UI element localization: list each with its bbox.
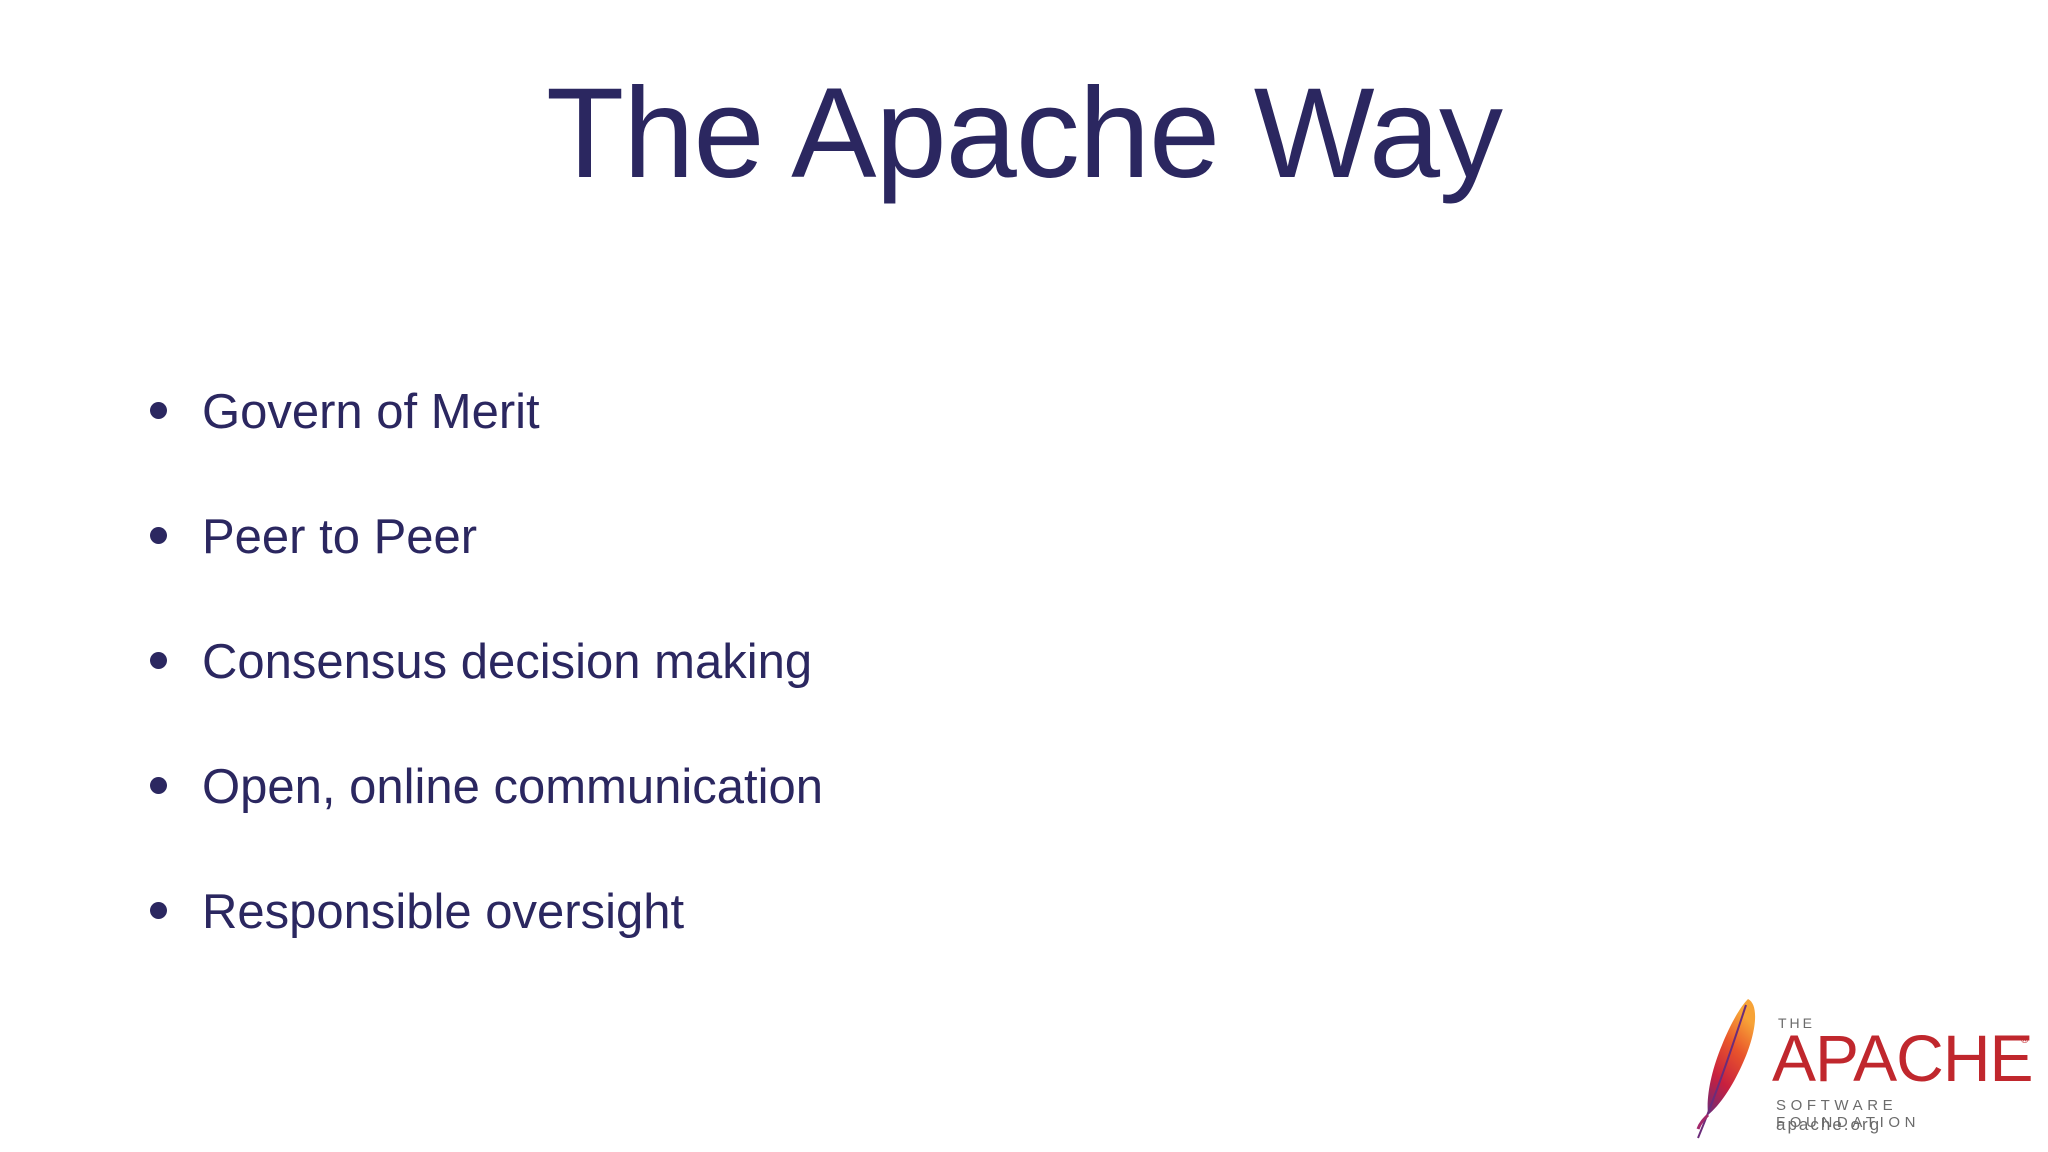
logo-registered: ® [2021,1035,2029,1046]
bullet-list: Govern of Merit Peer to Peer Consensus d… [148,372,1548,997]
logo-the: THE [1778,1015,1815,1031]
bullet-dot [150,777,167,794]
bullet-item: Responsible oversight [148,872,1548,997]
apache-feather-icon [1696,999,1756,1139]
bullet-text: Consensus decision making [202,635,813,689]
bullet-text: Responsible oversight [202,885,685,939]
bullet-dot [150,652,167,669]
bullet-text: Govern of Merit [202,385,540,439]
bullet-item: Consensus decision making [148,622,1548,747]
bullet-item: Open, online communication [148,747,1548,872]
bullet-dot [150,402,167,419]
bullet-dot [150,902,167,919]
bullet-text: Open, online communication [202,760,824,814]
bullet-text: Peer to Peer [202,510,478,564]
logo-tagline: SOFTWARE FOUNDATION [1776,1097,1921,1131]
apache-logo: THE APACHE ® SOFTWARE FOUNDATION apache.… [1690,995,2034,1140]
logo-name: APACHE [1772,1021,2034,1095]
bullet-item: Peer to Peer [148,497,1548,622]
bullet-dot [150,527,167,544]
logo-url: apache.org [1776,1115,1882,1134]
slide-title: The Apache Way [546,62,1503,205]
bullet-item: Govern of Merit [148,372,1548,497]
